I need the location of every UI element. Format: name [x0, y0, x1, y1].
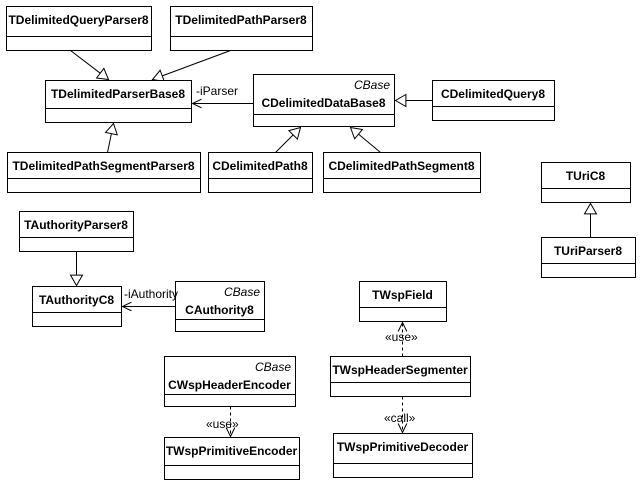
class-tauthority-c8[interactable]: TAuthorityC8: [32, 286, 122, 327]
class-stereotype: CBase: [354, 78, 390, 92]
class-name: CDelimitedPath8: [212, 159, 308, 173]
class-box: [170, 6, 313, 51]
generalization-arrowhead: [394, 93, 407, 108]
open-arrowhead: [397, 321, 408, 332]
class-stereotype: CBase: [255, 360, 291, 374]
class-stereotype: CBase: [224, 285, 260, 299]
class-box: [541, 162, 631, 203]
relation-dependency: [225, 406, 236, 438]
relation-label: «use»: [385, 330, 418, 344]
relation-label: «use»: [206, 417, 239, 431]
generalization-arrowhead: [69, 274, 84, 287]
class-box: [432, 80, 555, 121]
relation-label: -iParser: [196, 84, 238, 98]
class-name: TDelimitedPathParser8: [175, 13, 307, 27]
class-name: TDelimitedParserBase8: [51, 87, 185, 101]
generalization-arrowhead: [287, 126, 302, 141]
relation-generalization: [583, 202, 598, 238]
generalization-arrowhead: [349, 126, 364, 140]
relation-generalization: [394, 93, 433, 108]
class-name: CDelimitedPathSegment8: [328, 159, 474, 173]
relation-labels-layer: -iParser -iAuthority «use» «call» «use»: [124, 84, 418, 431]
relation-generalization: [151, 50, 231, 83]
open-arrowhead: [121, 301, 132, 312]
class-box: [164, 437, 300, 480]
relation-association: [191, 98, 254, 109]
class-name: CDelimitedDataBase8: [261, 96, 385, 110]
relation-label: «call»: [384, 411, 416, 425]
open-arrowhead: [225, 427, 236, 438]
class-cdelimited-path8[interactable]: CDelimitedPath8: [208, 152, 313, 193]
class-cdelimited-path-segment8[interactable]: CDelimitedPathSegment8: [323, 152, 481, 193]
relation-generalization: [349, 126, 381, 153]
class-turi-parser8[interactable]: TUriParser8: [541, 237, 636, 278]
relation-generalization: [69, 251, 84, 287]
class-box: [164, 356, 296, 407]
class-name: TDelimitedQueryParser8: [8, 13, 148, 27]
class-box: [6, 6, 152, 51]
generalization-arrowhead: [95, 67, 110, 81]
relation-association: [121, 301, 176, 312]
class-box: [541, 237, 636, 278]
open-arrowhead: [191, 98, 202, 109]
class-name: CWspHeaderEncoder: [168, 378, 291, 392]
relation-line: [162, 50, 231, 77]
class-name: TWspPrimitiveDecoder: [337, 440, 469, 454]
class-box: [32, 286, 122, 327]
class-tdelimited-query-parser8[interactable]: TDelimitedQueryParser8: [6, 6, 152, 51]
class-name: TWspHeaderSegmenter: [332, 363, 468, 377]
class-box: [330, 356, 471, 397]
class-tdelimited-path-parser8[interactable]: TDelimitedPathParser8: [170, 6, 313, 51]
relation-generalization: [275, 126, 302, 153]
relation-dependency: [397, 396, 408, 434]
class-name: CAuthority8: [185, 303, 254, 317]
class-name: TUriC8: [566, 169, 606, 183]
classes-layer: TDelimitedQueryParser8 TDelimitedPathPars…: [6, 6, 636, 480]
relation-line: [275, 134, 294, 153]
relation-generalization: [70, 50, 110, 81]
relation-line: [358, 133, 381, 153]
relation-line: [70, 50, 101, 74]
relation-dependency: [397, 321, 408, 357]
open-arrowhead: [397, 423, 408, 434]
class-box: [19, 211, 134, 252]
class-twsp-primitive-decoder[interactable]: TWspPrimitiveDecoder: [333, 433, 473, 478]
class-name: CDelimitedQuery8: [441, 87, 545, 101]
class-name: TDelimitedPathSegmentParser8: [12, 159, 194, 173]
class-twsp-field[interactable]: TWspField: [359, 281, 447, 322]
class-twsp-header-segmenter[interactable]: TWspHeaderSegmenter: [330, 356, 471, 397]
relation-generalization: [104, 122, 119, 153]
class-name: TAuthorityParser8: [24, 218, 128, 232]
relation-label: -iAuthority: [124, 287, 178, 301]
class-box: [323, 152, 481, 193]
class-name: TAuthorityC8: [39, 293, 114, 307]
class-box: [45, 80, 192, 123]
relations-layer: [69, 50, 598, 438]
class-box: [175, 281, 265, 332]
relation-line: [107, 133, 112, 153]
class-box: [359, 281, 447, 322]
class-name: TWspPrimitiveEncoder: [166, 444, 298, 458]
class-name: TWspField: [372, 288, 433, 302]
class-twsp-primitive-encoder[interactable]: TWspPrimitiveEncoder: [164, 437, 300, 480]
class-name: TUriParser8: [554, 244, 622, 258]
generalization-arrowhead: [104, 122, 119, 136]
class-tdelimited-parser-base8[interactable]: TDelimitedParserBase8: [45, 80, 192, 123]
class-turi-c8[interactable]: TUriC8: [541, 162, 631, 203]
class-box: [333, 433, 473, 478]
class-box: [253, 74, 395, 127]
generalization-arrowhead: [583, 202, 598, 215]
class-box: [208, 152, 313, 193]
class-cdelimited-query8[interactable]: CDelimitedQuery8: [432, 80, 555, 121]
class-box: [7, 152, 201, 193]
class-tauthority-parser8[interactable]: TAuthorityParser8: [19, 211, 134, 252]
generalization-arrowhead: [151, 69, 166, 83]
class-tdelimited-path-segment-parser8[interactable]: TDelimitedPathSegmentParser8: [7, 152, 201, 193]
